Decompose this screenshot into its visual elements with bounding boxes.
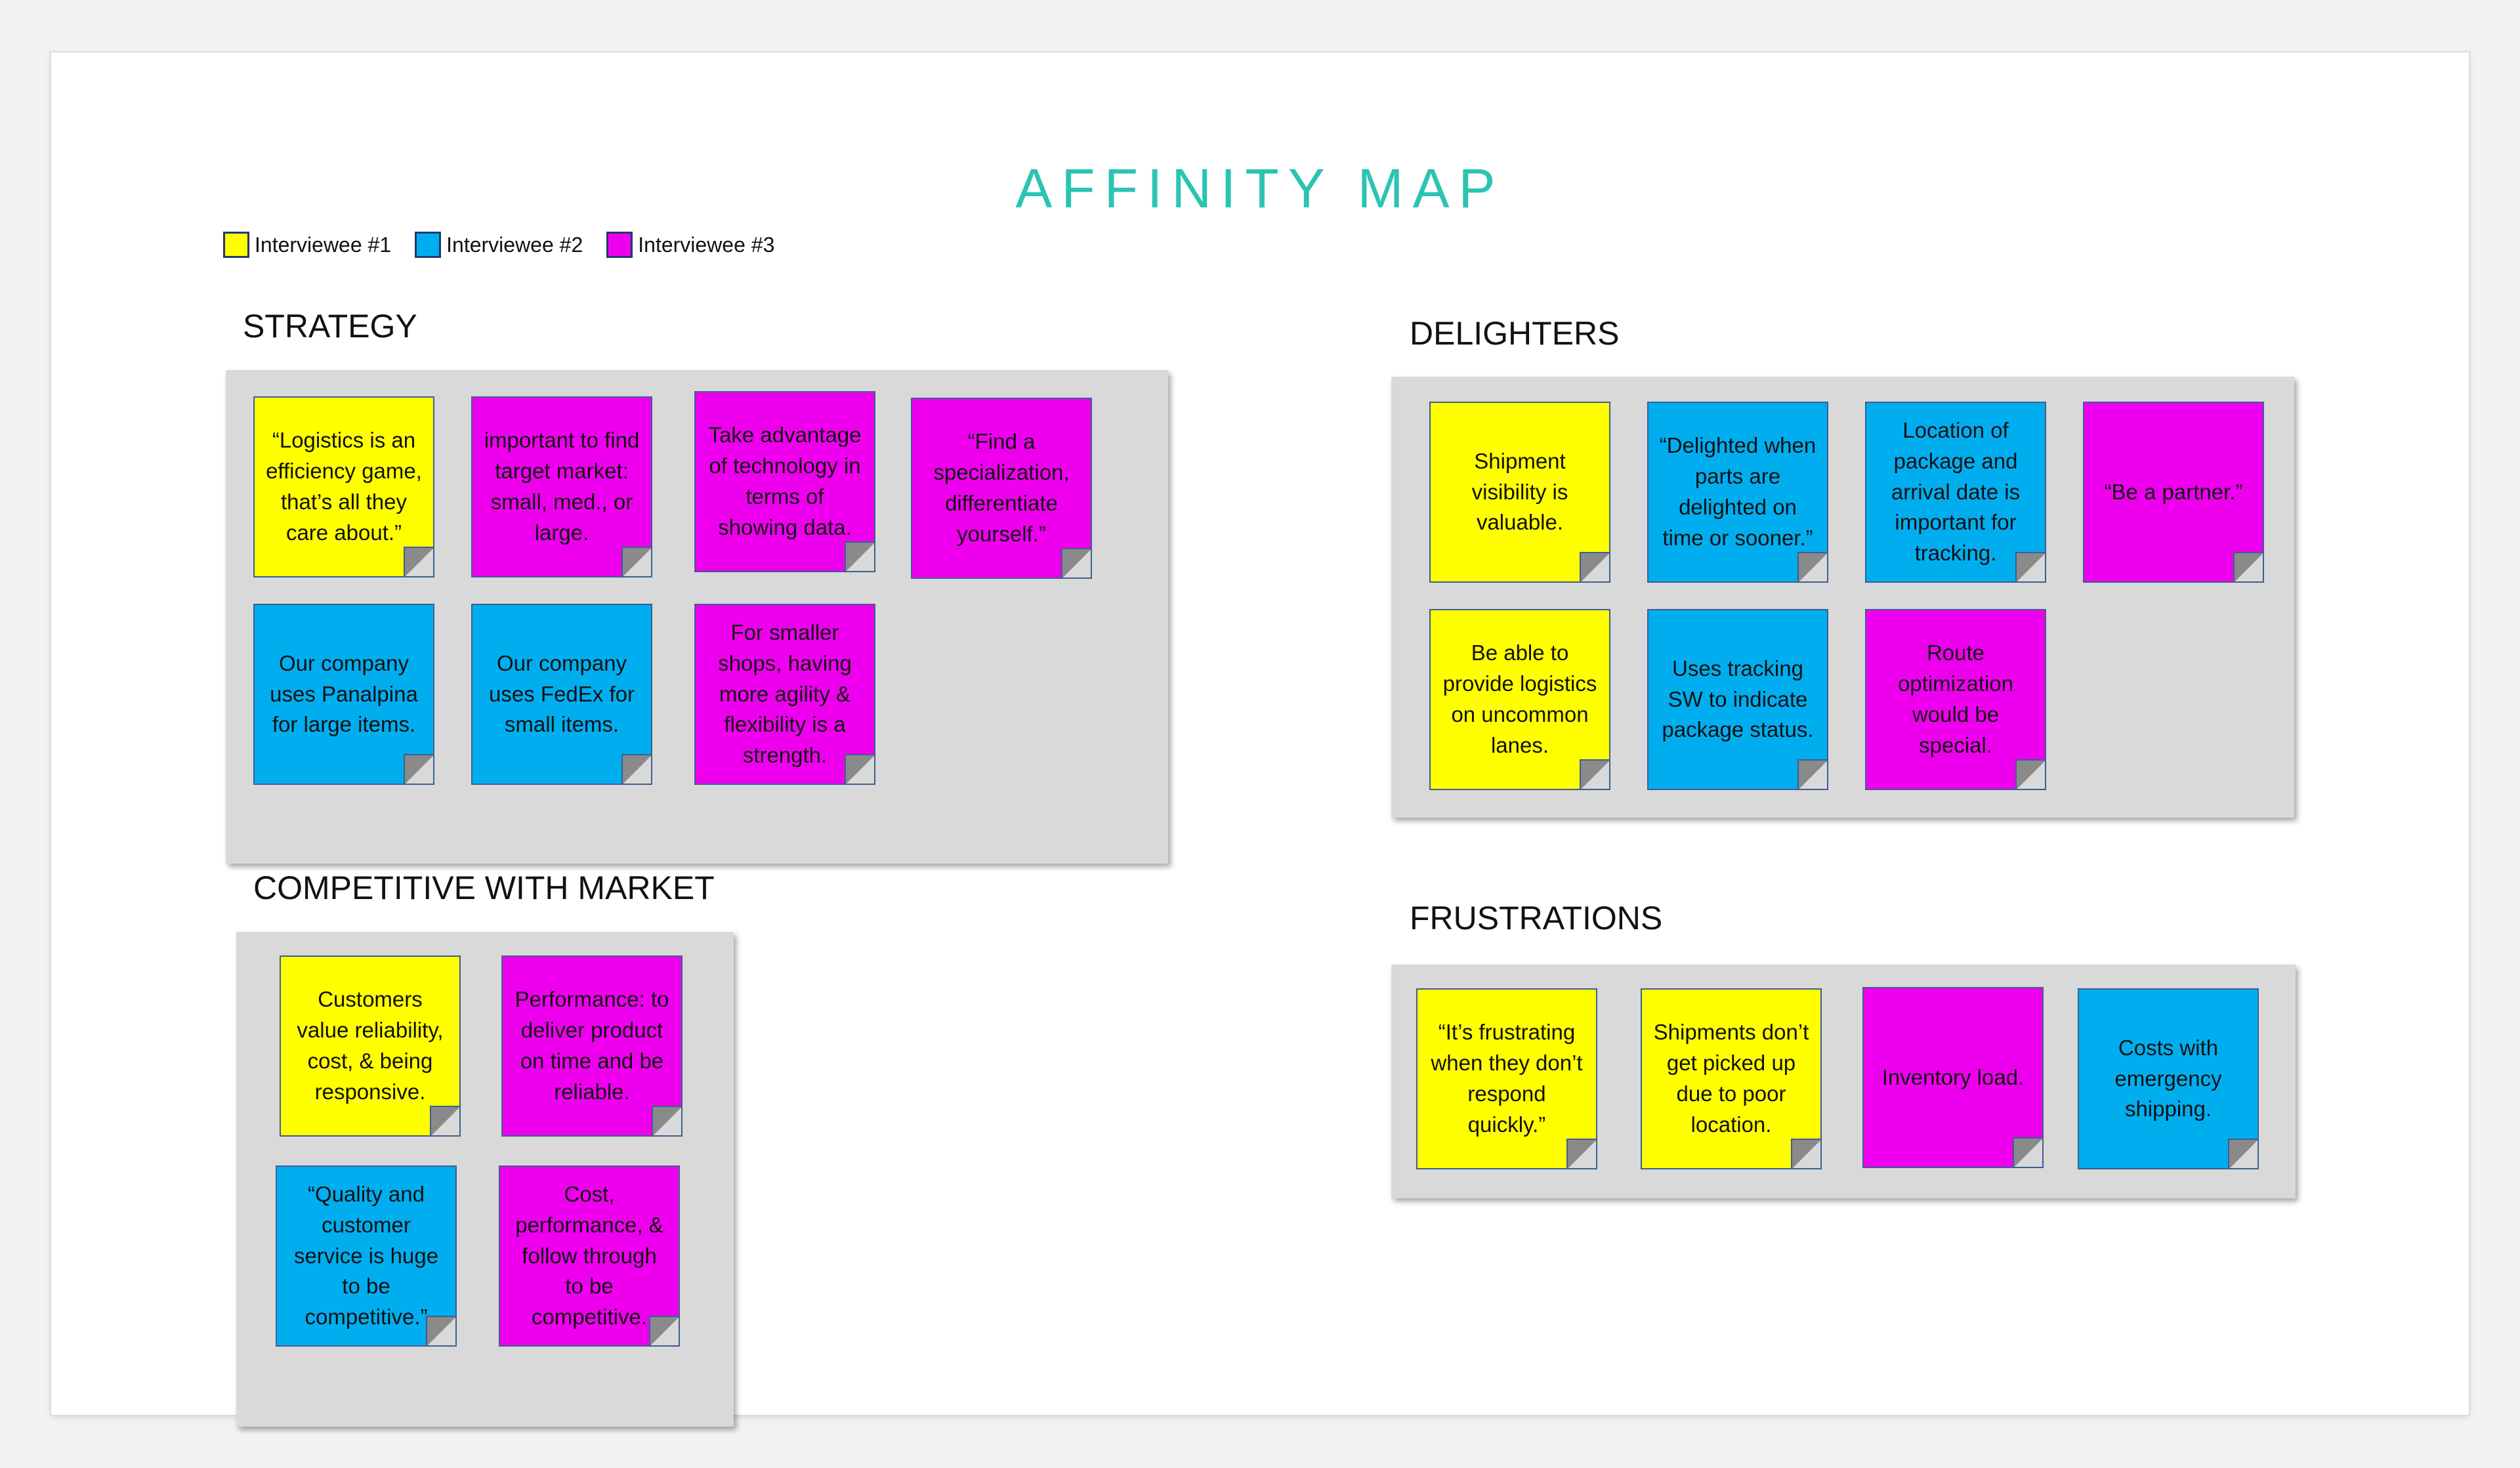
sticky-note[interactable]: Shipment visibility is valuable. — [1429, 402, 1610, 583]
page-curl — [621, 547, 651, 576]
page-curl — [430, 1106, 459, 1135]
sticky-note[interactable]: Performance: to deliver product on time … — [501, 955, 682, 1137]
note-text: Cost, performance, & follow through to b… — [515, 1181, 663, 1330]
note-text: Be able to provide logistics on uncommon… — [1442, 640, 1597, 757]
note-text: “Quality and customer service is huge to… — [293, 1181, 439, 1330]
note-text: Inventory load. — [1881, 1064, 2025, 1089]
page-curl — [426, 1316, 455, 1345]
page-curl — [2013, 1137, 2042, 1167]
legend-swatch-magenta — [606, 232, 633, 258]
sticky-note[interactable]: “Be a partner.” — [2083, 402, 2264, 583]
note-text: Route optimization would be special. — [1897, 640, 2014, 757]
page-curl — [404, 754, 433, 784]
page-curl — [404, 547, 433, 576]
sticky-note[interactable]: Route optimization would be special. — [1865, 609, 2046, 790]
sticky-note[interactable]: Be able to provide logistics on uncommon… — [1429, 609, 1610, 790]
sticky-note[interactable]: “Delighted when parts are delighted on t… — [1647, 402, 1828, 583]
page-curl — [1061, 548, 1091, 577]
legend-swatch-blue — [415, 232, 442, 258]
board-competitive: Customers value reliability, cost, & bei… — [236, 932, 734, 1427]
sticky-note[interactable]: “Find a specialization, differentiate yo… — [911, 398, 1092, 579]
sticky-note[interactable]: important to find target market: small, … — [471, 396, 652, 577]
page-curl — [652, 1106, 681, 1135]
note-text: “Find a specialization, differentiate yo… — [933, 429, 1070, 546]
note-text: Take advantage of technology in terms of… — [708, 423, 862, 539]
board-strategy: “Logistics is an efficiency game, that’s… — [226, 370, 1168, 864]
note-text: For smaller shops, having more agility &… — [718, 619, 852, 768]
sticky-note[interactable]: “It’s frustrating when they don’t respon… — [1416, 988, 1597, 1169]
legend-item-interviewee-3: Interviewee #3 — [606, 232, 774, 258]
page-curl — [2015, 552, 2045, 581]
page-curl — [2015, 759, 2045, 789]
note-text: Location of package and arrival date is … — [1891, 417, 2021, 566]
sticky-note[interactable]: Take advantage of technology in terms of… — [694, 391, 875, 572]
note-text: Performance: to deliver product on time … — [514, 987, 669, 1104]
page-curl — [621, 754, 651, 784]
legend-label: Interviewee #3 — [638, 232, 775, 257]
page-curl — [1791, 1139, 1820, 1168]
page-curl — [649, 1316, 679, 1345]
section-title-strategy: STRATEGY — [243, 308, 417, 345]
note-text: important to find target market: small, … — [484, 428, 640, 545]
sticky-note[interactable]: Location of package and arrival date is … — [1865, 402, 2046, 583]
board-delighters: Shipment visibility is valuable. “Deligh… — [1391, 377, 2294, 818]
sticky-note[interactable]: Uses tracking SW to indicate package sta… — [1647, 609, 1828, 790]
sticky-note[interactable]: “Logistics is an efficiency game, that’s… — [253, 396, 434, 577]
sticky-note[interactable]: Cost, performance, & follow through to b… — [499, 1165, 680, 1347]
page-curl — [845, 754, 874, 784]
note-text: Shipment visibility is valuable. — [1471, 448, 1568, 535]
board-frustrations: “It’s frustrating when they don’t respon… — [1391, 965, 2296, 1198]
note-text: “Delighted when parts are delighted on t… — [1659, 433, 1816, 550]
sticky-note[interactable]: Customers value reliability, cost, & bei… — [280, 955, 461, 1137]
sticky-note[interactable]: Our company uses FedEx for small items. — [471, 604, 652, 785]
note-text: “It’s frustrating when they don’t respon… — [1431, 1020, 1583, 1137]
note-text: Customers value reliability, cost, & bei… — [297, 987, 444, 1104]
legend-label: Interviewee #2 — [446, 232, 583, 257]
sticky-note[interactable]: “Quality and customer service is huge to… — [276, 1165, 457, 1347]
note-text: Our company uses FedEx for small items. — [489, 650, 635, 737]
slide: AFFINITY MAP Interviewee #1 Interviewee … — [51, 52, 2469, 1427]
page-curl — [1797, 759, 1827, 789]
section-title-frustrations: FRUSTRATIONS — [1410, 900, 1663, 936]
note-text: Costs with emergency shipping. — [2114, 1035, 2222, 1122]
legend-swatch-yellow — [223, 232, 249, 258]
sticky-note[interactable]: Costs with emergency shipping. — [2078, 988, 2259, 1169]
sticky-note[interactable]: For smaller shops, having more agility &… — [694, 604, 875, 785]
section-title-competitive: COMPETITIVE WITH MARKET — [253, 870, 715, 906]
legend: Interviewee #1 Interviewee #2 Interviewe… — [223, 232, 798, 258]
note-text: Shipments don’t get picked up due to poo… — [1653, 1020, 1809, 1137]
sticky-note[interactable]: Shipments don’t get picked up due to poo… — [1641, 988, 1822, 1169]
page-curl — [845, 541, 874, 571]
legend-item-interviewee-2: Interviewee #2 — [415, 232, 583, 258]
sticky-note[interactable]: Inventory load. — [1862, 987, 2044, 1168]
legend-item-interviewee-1: Interviewee #1 — [223, 232, 391, 258]
page-curl — [2233, 552, 2263, 581]
note-text: Our company uses Panalpina for large ite… — [270, 650, 418, 737]
page-curl — [1580, 552, 1609, 581]
note-text: “Logistics is an efficiency game, that’s… — [266, 428, 422, 545]
note-text: Uses tracking SW to indicate package sta… — [1662, 656, 1814, 742]
note-text: “Be a partner.” — [2104, 479, 2243, 504]
page-curl — [1797, 552, 1827, 581]
page-curl — [2228, 1139, 2258, 1168]
page-curl — [1566, 1139, 1596, 1168]
section-title-delighters: DELIGHTERS — [1410, 315, 1620, 352]
page-curl — [1580, 759, 1609, 789]
sticky-note[interactable]: Our company uses Panalpina for large ite… — [253, 604, 434, 785]
legend-label: Interviewee #1 — [255, 232, 392, 257]
page-title: AFFINITY MAP — [1015, 157, 1505, 219]
